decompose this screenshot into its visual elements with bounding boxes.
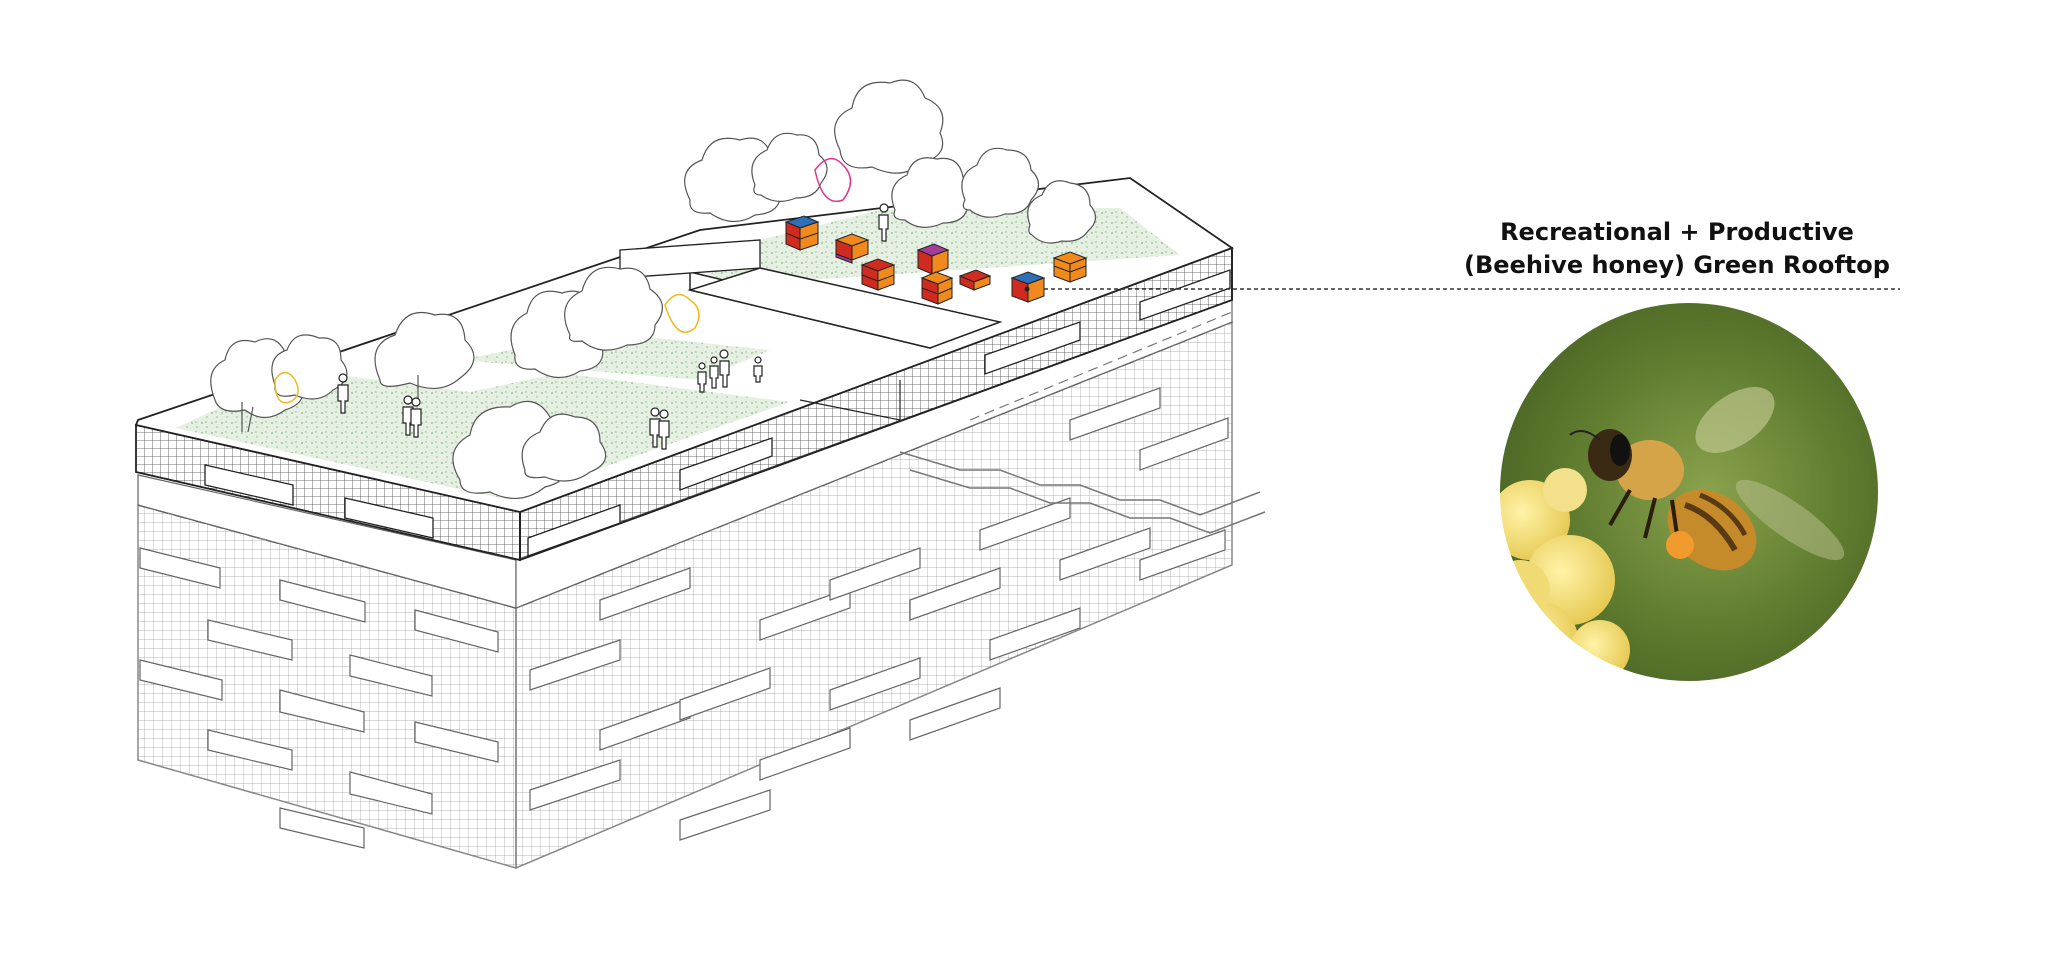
person-icon bbox=[658, 409, 670, 450]
tree-icon bbox=[961, 147, 1040, 218]
left-facade-windows bbox=[139, 547, 499, 849]
beehives bbox=[784, 215, 1088, 305]
beehive-icon bbox=[958, 269, 992, 291]
beehive-icon bbox=[1052, 251, 1088, 283]
annotation-line-2: (Beehive honey) Green Rooftop bbox=[1464, 251, 1890, 279]
tree-icon bbox=[521, 413, 607, 482]
trees bbox=[210, 79, 1097, 499]
beehive-icon bbox=[860, 258, 896, 291]
tree-icon bbox=[374, 311, 475, 400]
annotation-label: Recreational + Productive (Beehive honey… bbox=[1452, 216, 1902, 282]
green-zone-middle bbox=[460, 332, 770, 380]
beehive-icon bbox=[920, 271, 954, 305]
right-facade-windows bbox=[529, 387, 1229, 841]
tree-icon bbox=[1027, 180, 1097, 244]
person-icon bbox=[697, 362, 707, 393]
beehive-icon bbox=[1010, 271, 1046, 303]
stair-ramp bbox=[899, 451, 1261, 516]
person-icon bbox=[337, 373, 349, 414]
person-icon bbox=[878, 203, 889, 242]
beehive-icon bbox=[784, 215, 820, 251]
person-icon bbox=[410, 397, 422, 438]
annotation-line-1: Recreational + Productive bbox=[1500, 218, 1854, 246]
building-volume bbox=[137, 299, 1266, 870]
person-icon bbox=[719, 349, 730, 388]
person-icon bbox=[753, 356, 763, 383]
tree-icon bbox=[564, 266, 663, 351]
beehive-icon bbox=[834, 233, 870, 264]
shrubs bbox=[274, 157, 852, 404]
tree-icon bbox=[834, 79, 944, 174]
tree-icon bbox=[751, 132, 828, 202]
person-icon bbox=[709, 356, 719, 389]
beehive-icon bbox=[916, 243, 950, 275]
tree-icon bbox=[271, 334, 348, 400]
people bbox=[337, 203, 889, 450]
honeybee-photo bbox=[1498, 301, 1880, 683]
